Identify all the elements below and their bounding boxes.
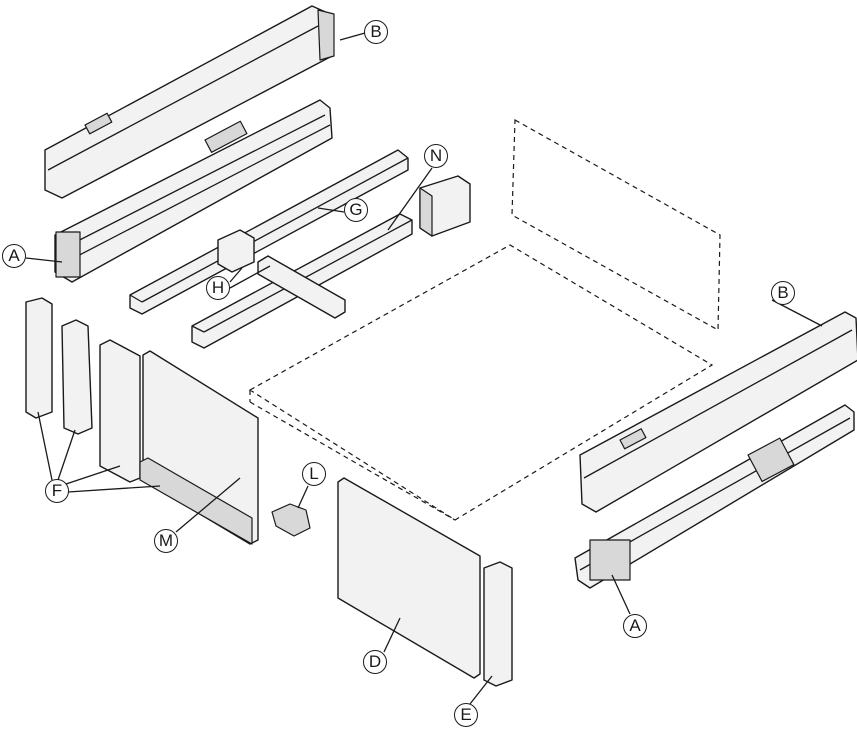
front-panel-d (337, 477, 481, 679)
side-panel-left (44, 5, 335, 199)
callout-h: H (206, 276, 230, 300)
callout-g: G (344, 198, 368, 222)
callout-l: L (302, 462, 326, 486)
cross-connector (217, 229, 346, 319)
drawer-bottom-dashed (248, 244, 714, 521)
callout-a-right: A (623, 614, 647, 638)
callout-m: M (154, 529, 178, 553)
inner-front-panels (99, 339, 259, 545)
back-panel-dashed (511, 118, 721, 332)
front-clips-f (25, 297, 93, 435)
back-bracket (419, 175, 471, 237)
callout-b-right: B (771, 281, 795, 305)
callout-e: E (454, 703, 478, 727)
callout-f: F (45, 479, 69, 503)
front-clip-e (483, 561, 513, 687)
callout-n: N (424, 144, 448, 168)
callout-a-left: A (2, 244, 26, 268)
runner-left (54, 99, 333, 283)
gallery-rail (129, 149, 409, 315)
callout-b-top: B (364, 20, 388, 44)
runner-right (574, 404, 855, 589)
callout-d: D (363, 650, 387, 674)
side-panel-right (579, 311, 857, 513)
clip-l (271, 503, 311, 537)
